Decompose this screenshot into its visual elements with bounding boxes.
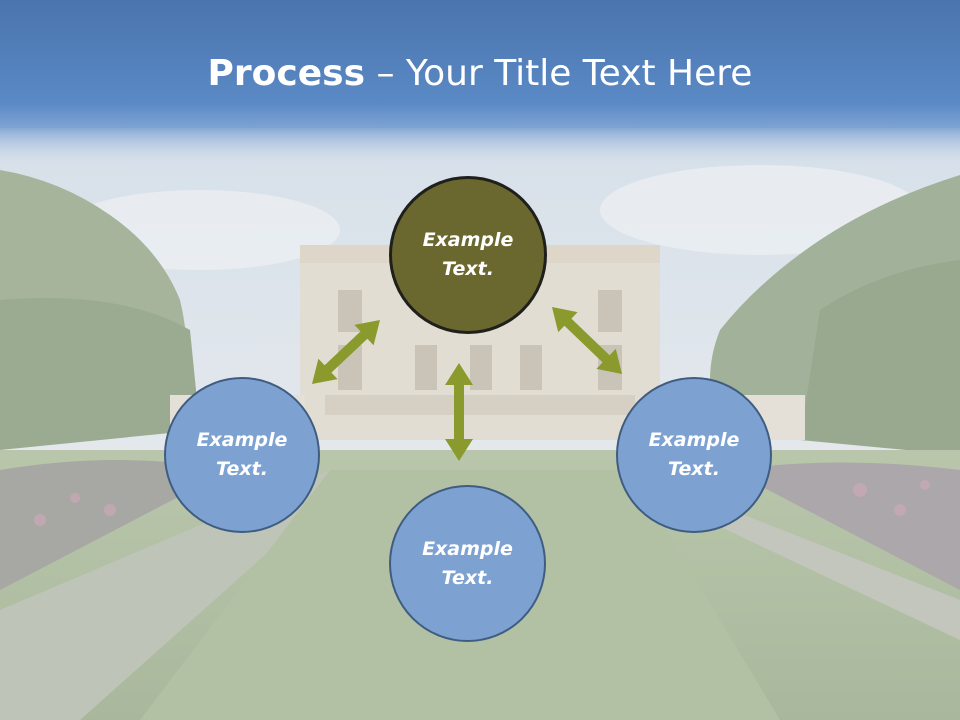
right-node-label: Example Text. (648, 429, 740, 480)
left-node: Example Text. (164, 377, 320, 533)
center-node: Example Text. (389, 176, 547, 334)
bottom-node: Example Text. (389, 485, 546, 642)
right-node: Example Text. (616, 377, 772, 533)
title-bold: Process (207, 53, 366, 94)
left-node-label: Example Text. (196, 429, 288, 480)
bottom-node-label: Example Text. (422, 537, 513, 589)
title-rest: – Your Title Text Here (365, 53, 753, 94)
slide-title: Process – Your Title Text Here (0, 48, 960, 100)
center-node-label: Example Text. (422, 229, 514, 280)
